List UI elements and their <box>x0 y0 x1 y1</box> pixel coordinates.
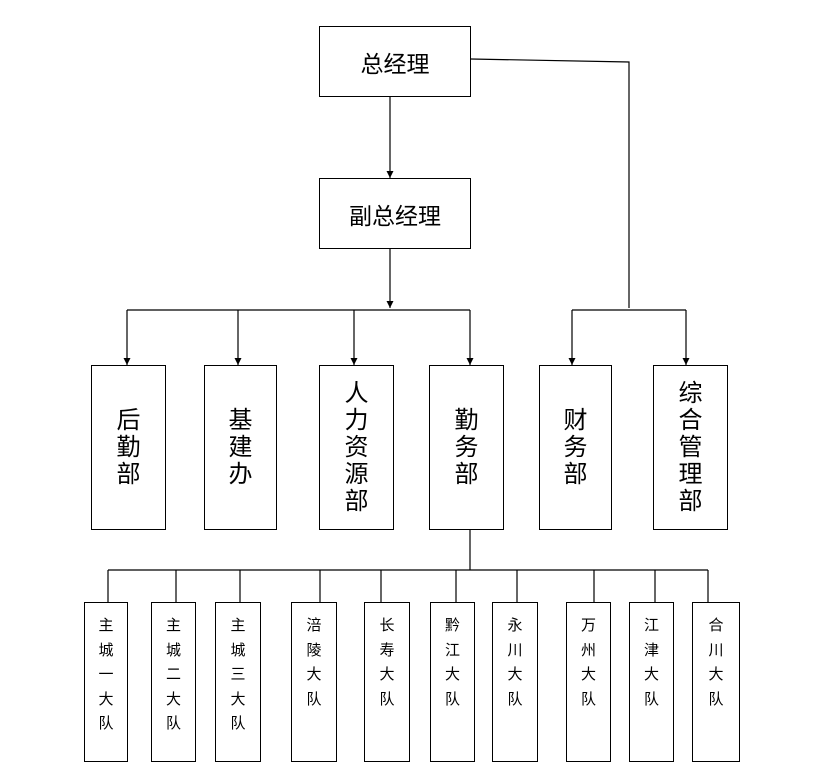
node-brigade: 万州大队 <box>566 602 611 762</box>
node-department-label: 人力资源部 <box>344 379 369 515</box>
node-department-label: 财务部 <box>563 406 588 488</box>
node-brigade: 主城二大队 <box>151 602 196 762</box>
node-department: 基建办 <box>204 365 277 530</box>
node-department: 后勤部 <box>91 365 166 530</box>
node-brigade: 合川大队 <box>692 602 740 762</box>
node-brigade-label: 主城一大队 <box>98 616 114 732</box>
node-brigade-label: 长寿大队 <box>379 616 395 708</box>
node-brigade-label: 涪陵大队 <box>306 616 322 708</box>
node-general-manager-label: 总经理 <box>360 51 430 78</box>
node-department: 综合管理部 <box>653 365 728 530</box>
node-deputy-general-manager-label: 副总经理 <box>349 203 441 230</box>
node-brigade-label: 主城二大队 <box>165 616 181 732</box>
node-brigade: 主城三大队 <box>215 602 261 762</box>
node-brigade-label: 主城三大队 <box>230 616 246 732</box>
node-brigade-label: 合川大队 <box>708 616 724 708</box>
node-brigade-label: 永川大队 <box>507 616 523 708</box>
node-brigade: 永川大队 <box>492 602 538 762</box>
node-brigade-label: 黔江大队 <box>444 616 460 708</box>
node-department-label: 基建办 <box>228 406 253 488</box>
node-brigade: 江津大队 <box>629 602 674 762</box>
node-deputy-general-manager: 副总经理 <box>319 178 471 249</box>
node-department: 勤务部 <box>429 365 504 530</box>
node-department: 人力资源部 <box>319 365 394 530</box>
connector-gm-right <box>470 58 630 308</box>
node-brigade: 主城一大队 <box>84 602 128 762</box>
node-brigade: 长寿大队 <box>364 602 410 762</box>
node-brigade-label: 江津大队 <box>643 616 659 708</box>
node-brigade: 黔江大队 <box>430 602 475 762</box>
node-general-manager: 总经理 <box>319 26 471 97</box>
node-brigade-label: 万州大队 <box>580 616 596 708</box>
node-department-label: 后勤部 <box>116 406 141 488</box>
node-department: 财务部 <box>539 365 612 530</box>
node-brigade: 涪陵大队 <box>291 602 337 762</box>
node-department-label: 勤务部 <box>454 406 479 488</box>
node-department-label: 综合管理部 <box>678 379 703 515</box>
